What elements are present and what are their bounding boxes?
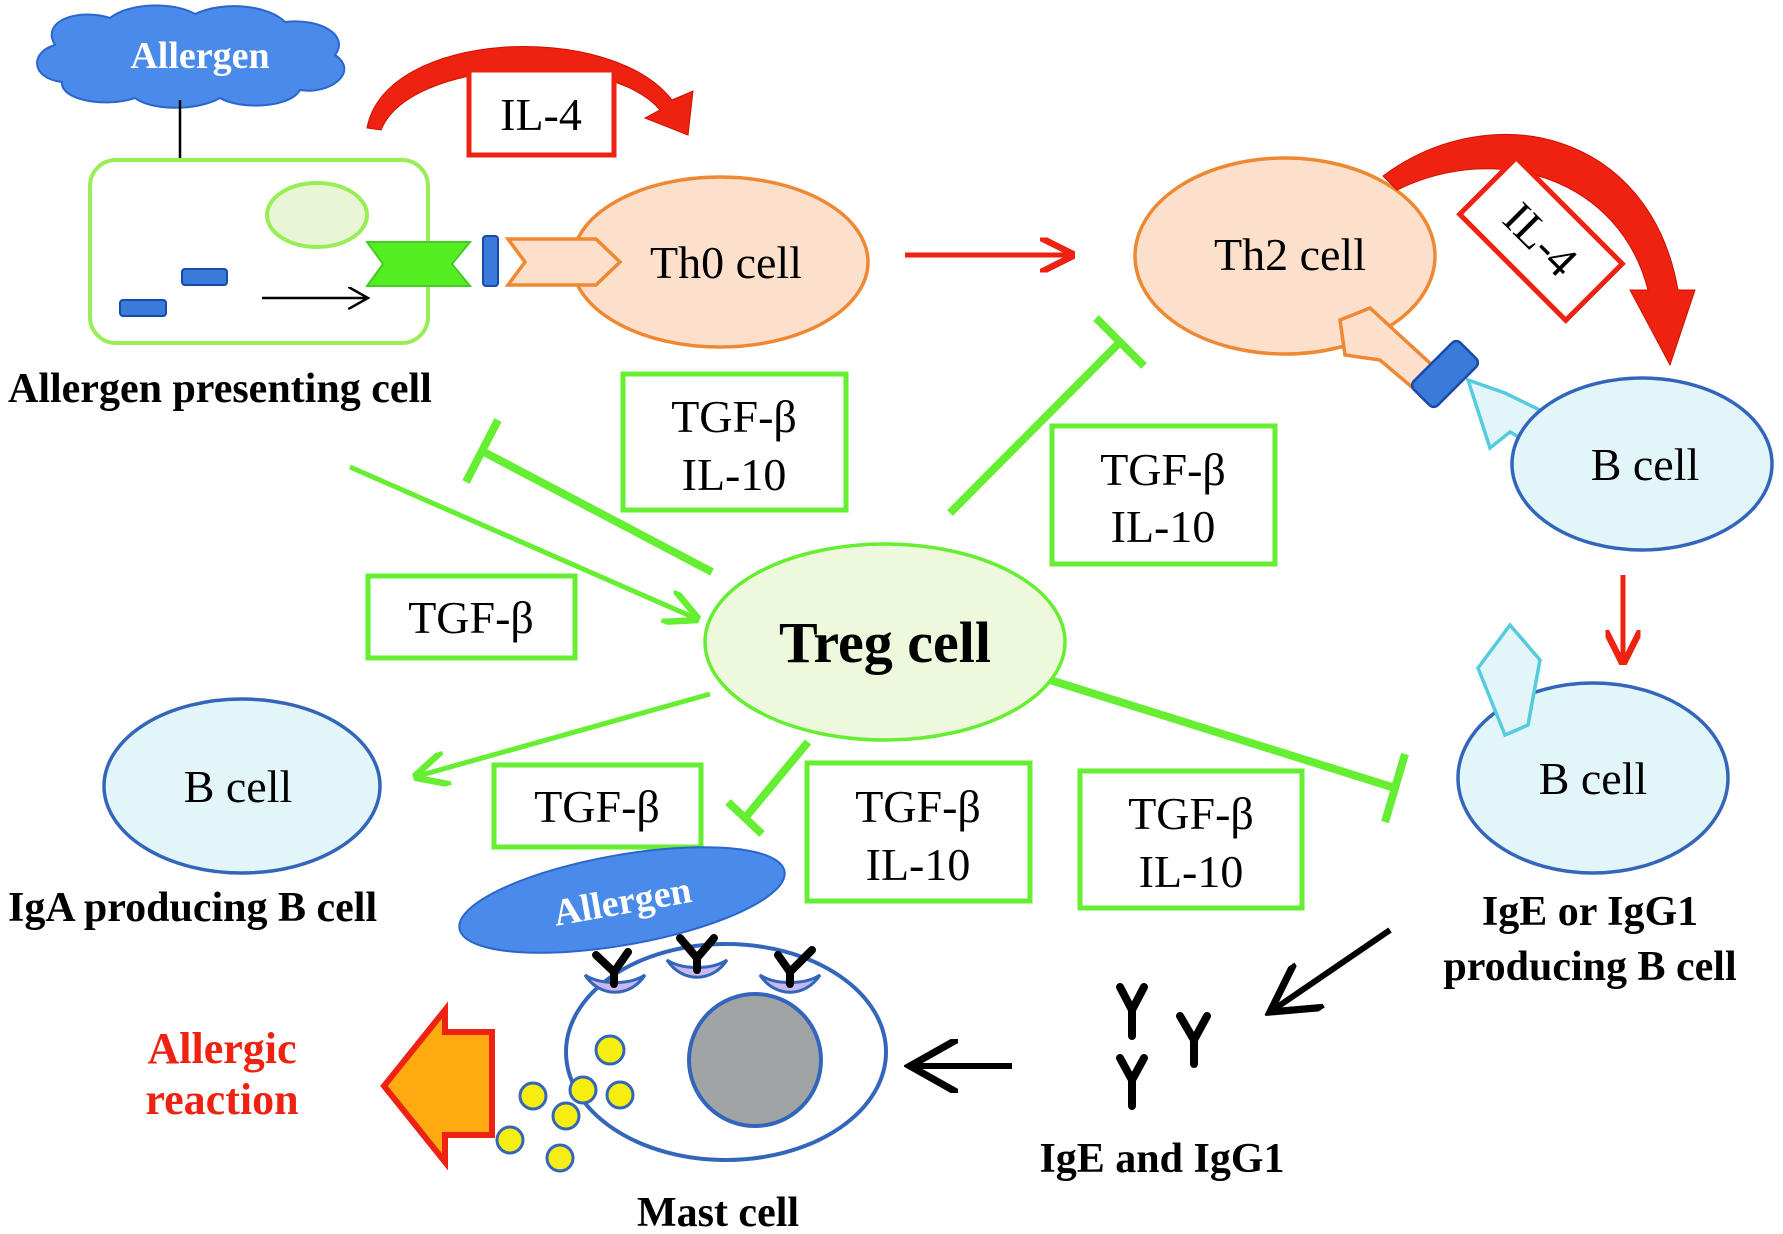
inhibit-apc-bar — [462, 418, 502, 484]
mast-caption: Mast cell — [637, 1190, 799, 1234]
ige-receptor — [1476, 622, 1542, 738]
antibody-secretion-arrow — [1270, 927, 1392, 1012]
il4-box-top: IL-4 — [466, 67, 617, 158]
antibody-group — [1116, 983, 1211, 1110]
mast-cell: Allergen — [458, 846, 888, 1173]
inhibit-th2-bar — [1093, 315, 1147, 369]
presented-peptide — [482, 235, 499, 287]
inhibit-apc-line — [480, 447, 714, 576]
allergen-cloud-label: Allergen — [130, 35, 269, 77]
granule — [568, 1075, 598, 1105]
cytokine-box-iga: TGF-β — [491, 762, 704, 850]
treg-regulation-lines — [348, 315, 1409, 837]
mast-nucleus — [687, 992, 823, 1128]
bound-antibodies — [592, 934, 816, 988]
apc-caption: Allergen presenting cell — [8, 366, 432, 412]
cytokine-apc-2: IL-10 — [682, 449, 787, 500]
reaction-caption-2: reaction — [145, 1075, 298, 1124]
cytokine-box-induce: TGF-β — [365, 573, 578, 661]
bound-antibody-icon — [774, 946, 816, 988]
iga-b-caption: IgA producing B cell — [8, 885, 377, 931]
b-cell-iga: B cell — [102, 697, 382, 875]
allergen-bound: Allergen — [458, 846, 786, 954]
cytokine-box-th2: TGF-β IL-10 — [1049, 423, 1278, 567]
cytokine-mast-2: IL-10 — [866, 839, 971, 890]
il4-label: IL-4 — [500, 89, 582, 140]
inhibit-mast-bar — [725, 799, 765, 837]
inhibit-ige-b-line — [1048, 676, 1397, 792]
granules — [495, 1034, 635, 1173]
antibody-icon — [1116, 1054, 1148, 1110]
cytokine-induce-1: TGF-β — [408, 592, 534, 643]
allergen-fragment — [181, 268, 228, 286]
ige-b-caption-1: IgE or IgG1 — [1482, 889, 1698, 935]
b-cell-ige-label: B cell — [1539, 753, 1648, 804]
granule — [594, 1034, 626, 1066]
antibody-icon — [1176, 1012, 1211, 1068]
reaction-caption-1: Allergic — [147, 1024, 296, 1073]
mhc-receptor — [365, 241, 473, 287]
inhibit-ige-b-bar — [1381, 752, 1409, 824]
antibody-icon — [1116, 983, 1148, 1040]
cytokine-box-mast: TGF-β IL-10 — [804, 760, 1033, 904]
granule — [551, 1101, 581, 1131]
b-cell-right: B cell — [1510, 376, 1774, 552]
cytokine-mast-1: TGF-β — [855, 781, 981, 832]
antibodies-caption: IgE and IgG1 — [1039, 1136, 1284, 1182]
cytokine-ige-1: TGF-β — [1128, 788, 1254, 839]
granule — [518, 1081, 548, 1111]
induce-treg-arrow — [348, 464, 695, 618]
allergic-reaction-arrow — [380, 1001, 495, 1171]
b-cell-ige: B cell — [1456, 622, 1730, 875]
bound-antibody-icon — [592, 948, 632, 988]
b-cell-right-label: B cell — [1591, 439, 1700, 490]
b-cell-iga-label: B cell — [184, 761, 293, 812]
cytokine-iga-1: TGF-β — [534, 781, 660, 832]
tcr-receptor — [504, 237, 623, 287]
cytokine-box-ige: TGF-β IL-10 — [1077, 768, 1305, 911]
th2-label: Th2 cell — [1214, 229, 1366, 280]
cytokine-apc-1: TGF-β — [671, 391, 797, 442]
th2-cell: Th2 cell — [1133, 156, 1437, 356]
th0-cell: Th0 cell — [504, 175, 870, 349]
cytokine-th2-2: IL-10 — [1111, 501, 1216, 552]
th0-label: Th0 cell — [650, 237, 802, 288]
treg-cell: Treg cell — [703, 542, 1067, 742]
allergen-fragment — [119, 299, 167, 317]
cytokine-box-apc: TGF-β IL-10 — [620, 371, 849, 513]
granule — [545, 1143, 575, 1173]
cytokine-ige-2: IL-10 — [1139, 846, 1244, 897]
cytokine-th2-1: TGF-β — [1100, 444, 1226, 495]
bound-antibody-icon — [676, 934, 718, 974]
mhc-peptide — [1410, 339, 1480, 409]
allergen-cloud: Allergen — [36, 4, 346, 109]
inhibit-mast-line — [741, 739, 812, 821]
granule — [605, 1080, 635, 1110]
inhibit-th2-line — [947, 339, 1123, 516]
allergen-presenting-cell — [88, 158, 499, 345]
apc-nucleus — [265, 181, 369, 249]
ige-b-caption-2: producing B cell — [1443, 944, 1736, 990]
iga-switch-arrow — [418, 691, 711, 776]
treg-label: Treg cell — [779, 610, 991, 675]
granule — [495, 1125, 525, 1155]
